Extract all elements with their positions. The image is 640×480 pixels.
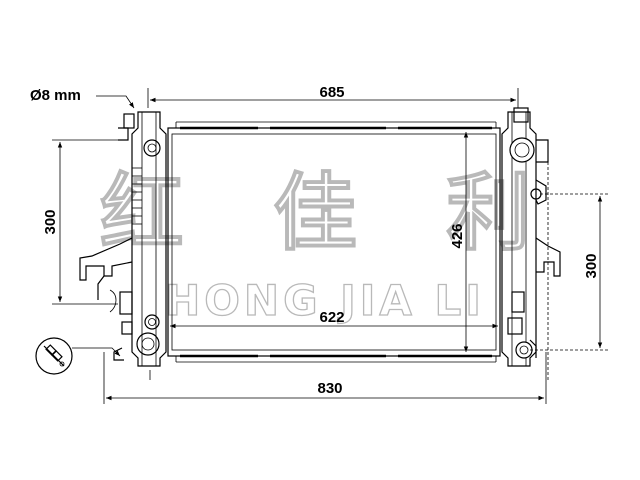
dim-label-830: 830 [317, 380, 342, 397]
watermark: 红 佳 利 HONG JIA LI [99, 163, 561, 325]
dimension-left-spacing: 300 [42, 139, 120, 305]
dim-label-300-left: 300 [42, 209, 59, 234]
right-tank [501, 107, 561, 367]
watermark-latin: HONG JIA LI [165, 276, 485, 325]
hose-clamp-icon [43, 344, 65, 367]
radiator-core [167, 121, 501, 363]
left-tank [79, 111, 167, 380]
fitting-detail-symbol [35, 337, 121, 375]
dim-label-300-right: 300 [583, 253, 600, 278]
dim-label-685: 685 [319, 84, 344, 101]
dimension-inner-width: 622 [170, 309, 498, 329]
dimension-core-height: 426 [449, 132, 469, 352]
dim-label-426: 426 [449, 223, 466, 248]
dimension-right-spacing: 300 [530, 142, 608, 380]
dimension-overall-width: 830 [103, 352, 547, 404]
dim-label-622: 622 [319, 309, 344, 326]
dimension-core-width: 685 [147, 84, 519, 108]
watermark-chinese: 红 佳 利 [100, 164, 561, 262]
hole-diameter-label: Ø8 mm [30, 87, 81, 104]
hole-callout: Ø8 mm [30, 87, 135, 109]
